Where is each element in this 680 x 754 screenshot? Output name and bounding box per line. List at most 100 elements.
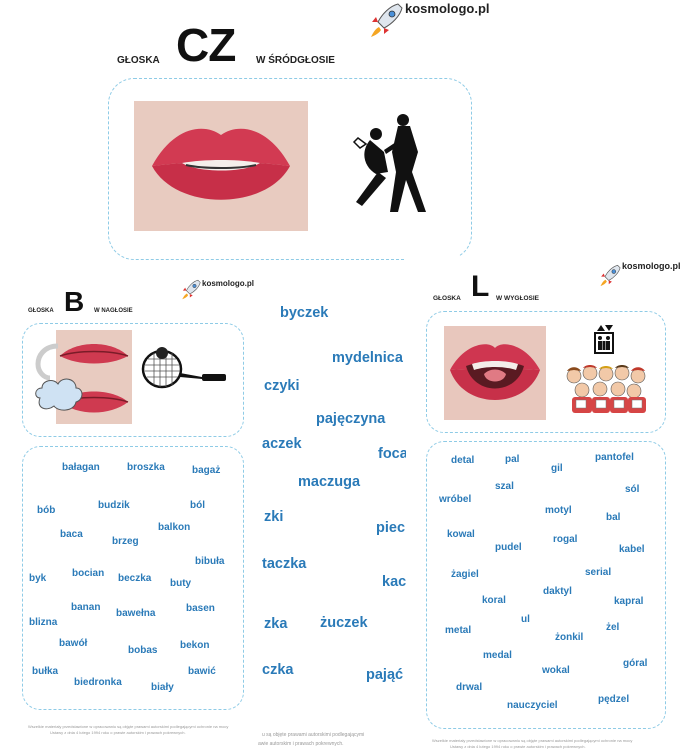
cz-word: aczek	[262, 436, 302, 452]
l-word: nauczyciel	[507, 700, 558, 711]
b-word: biedronka	[74, 677, 122, 688]
b-word: bób	[37, 505, 56, 516]
b-word: bekon	[180, 640, 210, 651]
l-word: serial	[585, 567, 612, 578]
l-word: daktyl	[543, 586, 572, 597]
l-label-before: GŁOSKA	[433, 295, 461, 302]
l-word: wokal	[542, 665, 570, 676]
l-word: góral	[623, 658, 648, 669]
cz-word: pajęczyna	[316, 411, 386, 427]
l-word: wróbel	[439, 494, 472, 505]
l-word: ul	[521, 614, 530, 625]
racket-icon	[140, 345, 230, 393]
b-sound: B	[64, 286, 85, 317]
cz-word: taczka	[262, 556, 307, 572]
b-word: brzeg	[112, 536, 139, 547]
b-word: bibuła	[195, 556, 225, 567]
cz-footer-line-1: u są objęte prawami autorskimi podlegają…	[262, 732, 365, 738]
l-word: żagiel	[451, 569, 479, 580]
l-word: gil	[551, 463, 563, 474]
l-word: metal	[445, 625, 472, 636]
b-word: baca	[60, 529, 83, 540]
b-word: bobas	[128, 645, 158, 656]
cz-word: foca	[378, 446, 408, 462]
b-word: bałagan	[62, 462, 100, 473]
cz-word: zki	[264, 509, 284, 525]
l-footer-line-1: Wszelkie materiały przedstawione w oprac…	[432, 738, 633, 743]
b-word: bułka	[32, 666, 59, 677]
b-word: broszka	[127, 462, 165, 473]
l-words-box	[426, 441, 666, 729]
cz-word: zka	[264, 616, 288, 632]
lift-icon	[593, 323, 615, 355]
l-word: pal	[505, 454, 520, 465]
l-word: detal	[451, 455, 475, 466]
cz-word: czyki	[264, 378, 300, 394]
b-word: banan	[71, 602, 101, 613]
b-word: byk	[29, 573, 47, 584]
cz-footer-line-2: Ustawy z dnia 4 lutego 1994 roku o prawi…	[174, 741, 344, 747]
l-word: kowal	[447, 529, 475, 540]
b-word: blizna	[29, 617, 58, 628]
cz-word: piec	[376, 520, 406, 536]
b-word: ból	[190, 500, 205, 511]
b-word: bawół	[59, 638, 88, 649]
b-word: balkon	[158, 522, 191, 533]
cz-word: maczuga	[298, 474, 361, 490]
brand-logo-l	[598, 264, 622, 288]
l-word: motyl	[545, 505, 572, 516]
l-label-after: W WYGŁOSIE	[496, 295, 539, 302]
brand-logo-cz	[368, 2, 404, 40]
l-word: szal	[495, 481, 514, 492]
l-word: koral	[482, 595, 506, 606]
b-word: buty	[170, 578, 192, 589]
l-word: sól	[625, 484, 640, 495]
b-word: bocian	[72, 568, 105, 579]
brand-name-l: kosmologo.pl	[622, 261, 680, 271]
l-word: medal	[483, 650, 512, 661]
b-word: bawić	[188, 666, 216, 677]
cz-word: żuczek	[320, 615, 368, 631]
l-word: pantofel	[595, 452, 634, 463]
brand-name-cz: kosmologo.pl	[405, 1, 490, 16]
brand-logo-b	[180, 279, 202, 301]
b-footer-line-2: Ustawy z dnia 4 lutego 1994 roku o prawi…	[50, 730, 186, 735]
l-word: drwal	[456, 682, 483, 693]
cz-word: czka	[262, 662, 294, 678]
lips-photo	[444, 326, 546, 420]
l-word: pędzel	[598, 694, 630, 705]
cz-word: byczek	[280, 305, 329, 321]
l-word: kabel	[619, 544, 645, 555]
l-word: bal	[606, 512, 621, 523]
choir-icon	[560, 364, 650, 416]
cz-label-after: W ŚRÓDGŁOSIE	[256, 55, 335, 66]
cloud-icon	[32, 342, 84, 416]
b-word: bawełna	[116, 608, 156, 619]
l-word: rogal	[553, 534, 578, 545]
l-word: pudel	[495, 542, 522, 553]
l-footer-line-2: Ustawy z dnia 4 lutego 1994 roku o prawi…	[450, 744, 586, 749]
cz-word: mydelnica	[332, 350, 403, 366]
l-sound: L	[471, 270, 490, 303]
b-footer-line-1: Wszelkie materiały przedstawione w oprac…	[28, 724, 229, 729]
b-words-box	[22, 446, 244, 710]
rocket-icon	[371, 3, 403, 37]
b-label-after: W NAGŁOSIE	[94, 308, 133, 314]
b-word: biały	[151, 682, 174, 693]
cz-word: kac	[382, 574, 407, 590]
cz-label-before: GŁOSKA	[117, 55, 160, 66]
b-word: bagaż	[192, 465, 221, 476]
rocket-icon	[182, 279, 201, 300]
b-label-before: GŁOSKA	[28, 308, 54, 314]
l-word: żonkil	[555, 632, 584, 643]
rocket-icon	[600, 264, 621, 287]
brand-name-b: kosmologo.pl	[202, 279, 254, 288]
dancing-couple-icon	[348, 112, 438, 220]
b-word: budzik	[98, 500, 130, 511]
cz-word: pająć	[366, 667, 404, 683]
l-word: żel	[606, 622, 620, 633]
b-word: basen	[186, 603, 215, 614]
lips-photo	[134, 101, 308, 231]
cz-sound: CZ	[176, 19, 236, 71]
l-word: kapral	[614, 596, 644, 607]
